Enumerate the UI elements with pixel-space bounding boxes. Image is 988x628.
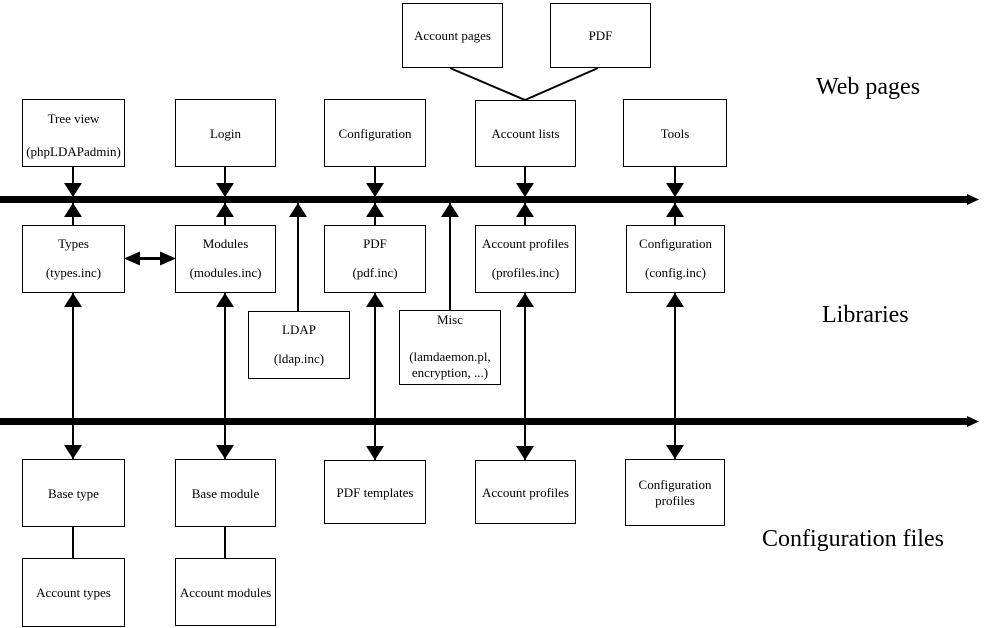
box-pdf-templates: PDF templates: [324, 460, 426, 524]
box-sublabel: (profiles.inc): [491, 265, 560, 280]
box-label: Login: [209, 125, 242, 141]
box-configuration-web: Configuration: [324, 99, 426, 167]
box-label: PDF templates: [336, 484, 414, 500]
box-sublabel: (pdf.inc): [352, 265, 398, 280]
box-tree-view: Tree view (phpLDAPadmin): [22, 99, 125, 167]
box-label: PDF: [363, 236, 387, 251]
bus-line-web-libraries: [0, 194, 979, 205]
box-sublabel2: encryption, ...): [411, 365, 489, 380]
box-sublabel: (config.inc): [644, 265, 706, 280]
box-label: Modules: [202, 236, 249, 251]
box-sublabel: (phpLDAPadmin): [26, 144, 121, 159]
arrow-profileslib-profilescfg: [516, 293, 534, 460]
box-types: Types (types.inc): [22, 225, 125, 293]
box-label: Account profiles: [481, 236, 569, 251]
layer-label-web-pages: Web pages: [816, 74, 921, 100]
box-misc: Misc (lamdaemon.pl, encryption, ...): [399, 310, 501, 385]
arrow-pdflib-pdftemplates: [366, 293, 384, 460]
box-label: Account pages: [414, 28, 491, 43]
arrow-accountlists-profiles-bus: [516, 167, 534, 225]
link-account-pages-to-account-lists: [449, 67, 526, 101]
box-label: Configuration: [639, 236, 712, 251]
box-sublabel: (ldap.inc): [273, 351, 325, 366]
box-label: Tree view: [47, 111, 100, 126]
box-account-lists: Account lists: [475, 100, 576, 167]
box-label: Base module: [191, 485, 260, 501]
box-label: Types: [58, 236, 89, 251]
box-sublabel: (modules.inc): [189, 265, 262, 280]
arrow-ldap-to-bus: [289, 203, 307, 311]
arrow-misc-to-bus: [441, 203, 459, 310]
box-account-modules: Account modules: [175, 558, 276, 626]
box-sublabel: profiles: [655, 492, 695, 508]
box-configuration-lib: Configuration (config.inc): [626, 225, 725, 293]
box-account-types: Account types: [22, 558, 125, 627]
box-account-pages: Account pages: [402, 3, 503, 68]
arrow-tools-configlib-bus: [666, 167, 684, 225]
arrow-configuration-pdf-bus: [366, 167, 384, 225]
box-label: Account modules: [179, 584, 272, 600]
box-tools: Tools: [623, 99, 727, 167]
box-label: Misc: [437, 312, 463, 327]
box-account-profiles-lib: Account profiles (profiles.inc): [475, 225, 576, 293]
box-label: Account types: [36, 585, 111, 600]
box-base-module: Base module: [175, 459, 276, 527]
box-modules: Modules (modules.inc): [175, 225, 276, 293]
box-label: PDF: [588, 28, 613, 43]
layer-label-libraries: Libraries: [822, 302, 909, 328]
box-label: Account lists: [491, 126, 560, 141]
box-account-profiles-cfg: Account profiles: [475, 460, 576, 524]
box-pdf-top: PDF: [550, 3, 651, 68]
arrow-configlib-configprofiles: [666, 293, 684, 459]
arrow-types-modules: [124, 251, 176, 266]
box-login: Login: [175, 99, 276, 167]
box-label: Tools: [660, 125, 690, 141]
box-ldap: LDAP (ldap.inc): [248, 311, 350, 379]
box-label: Base type: [48, 485, 99, 501]
box-sublabel: (types.inc): [45, 265, 102, 280]
box-label: LDAP: [282, 322, 316, 337]
box-label: Configuration: [338, 125, 412, 141]
layer-label-configuration-files: Configuration files: [762, 526, 944, 552]
box-label: Account profiles: [481, 484, 569, 500]
link-pdf-to-account-lists: [524, 67, 599, 101]
box-label: Configuration: [638, 476, 712, 492]
arrow-login-modules-bus: [216, 167, 234, 225]
arrow-treeview-types-bus: [64, 167, 82, 225]
box-configuration-profiles: Configuration profiles: [625, 459, 725, 526]
bus-line-libraries-config: [0, 416, 979, 427]
arrow-modules-basemodule: [216, 293, 234, 459]
box-base-type: Base type: [22, 459, 125, 527]
arrow-types-basetype: [64, 293, 82, 459]
box-pdf-lib: PDF (pdf.inc): [324, 225, 426, 293]
box-sublabel: (lamdaemon.pl,: [409, 349, 491, 364]
